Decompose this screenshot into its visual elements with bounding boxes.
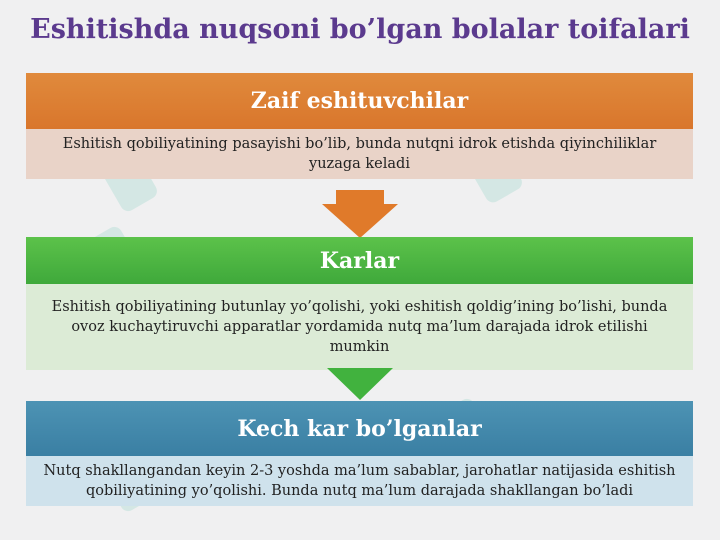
down-arrow-icon [327,368,393,400]
category-block-weak-hearing: Zaif eshituvchilar Eshitish qobiliyatini… [26,73,693,179]
page-title: Eshitishda nuqsoni bo’lgan bolalar toifa… [30,14,690,45]
category-heading: Kech kar bo’lganlar [26,401,693,456]
category-description: Eshitish qobiliyatining butunlay yo’qoli… [26,284,693,370]
down-arrow-icon [322,190,398,238]
category-block-deaf: Karlar Eshitish qobiliyatining butunlay … [26,237,693,370]
category-heading: Karlar [26,237,693,284]
category-block-late-deaf: Kech kar bo’lganlar Nutq shakllangandan … [26,401,693,506]
category-description: Eshitish qobiliyatining pasayishi bo’lib… [26,129,693,179]
category-heading: Zaif eshituvchilar [26,73,693,129]
category-description: Nutq shakllangandan keyin 2-3 yoshda ma’… [26,456,693,506]
